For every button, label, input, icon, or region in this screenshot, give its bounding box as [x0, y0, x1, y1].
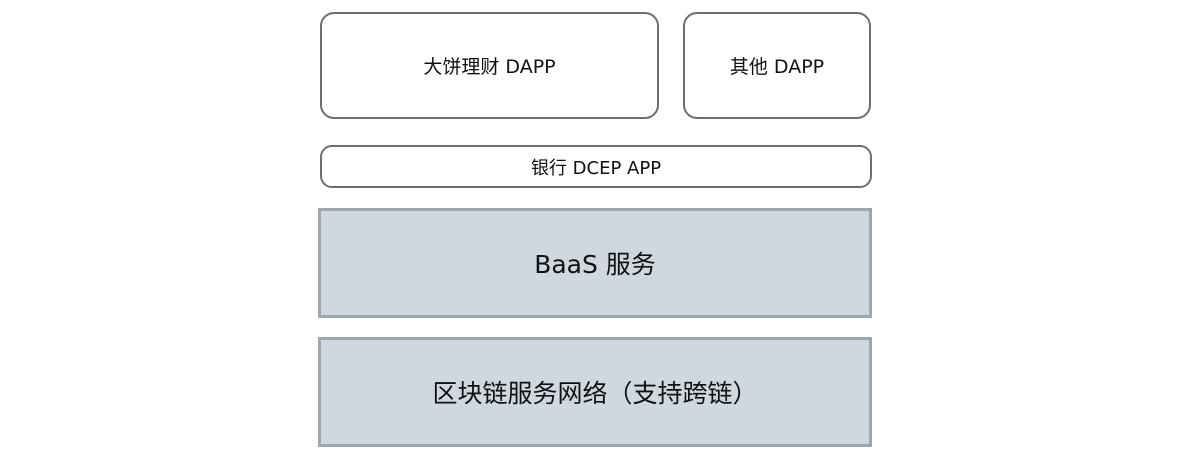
dapp-dabing-licai-label: 大饼理财 DAPP [423, 56, 556, 78]
baas-service-label: BaaS 服务 [534, 250, 656, 279]
baas-service-layer: BaaS 服务 [318, 208, 872, 318]
bank-dcep-app-box: 银行 DCEP APP [320, 145, 872, 188]
dapp-dabing-licai-box: 大饼理财 DAPP [320, 12, 659, 119]
bank-dcep-app-label: 银行 DCEP APP [530, 157, 662, 179]
dapp-other-box: 其他 DAPP [683, 12, 871, 119]
dapp-other-label: 其他 DAPP [729, 56, 825, 78]
blockchain-service-network-layer: 区块链服务网络（支持跨链） [318, 337, 872, 447]
blockchain-service-network-label: 区块链服务网络（支持跨链） [432, 379, 758, 408]
